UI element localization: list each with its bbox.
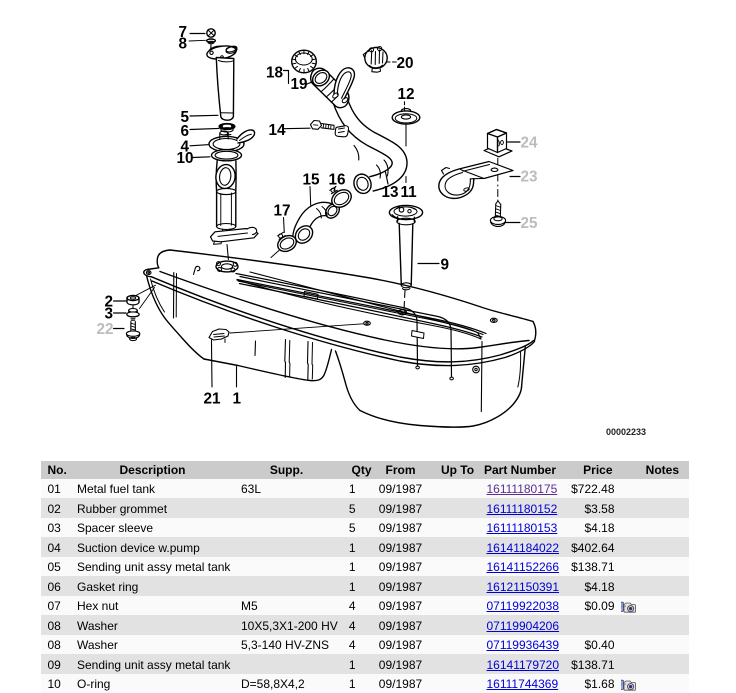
svg-text:21: 21 bbox=[204, 391, 222, 408]
svg-text:9: 9 bbox=[441, 257, 450, 274]
svg-text:15: 15 bbox=[303, 172, 321, 189]
svg-text:20: 20 bbox=[397, 55, 414, 72]
svg-text:14: 14 bbox=[269, 122, 287, 139]
svg-text:10: 10 bbox=[177, 150, 194, 167]
svg-text:00002233: 00002233 bbox=[606, 427, 646, 437]
svg-text:1: 1 bbox=[233, 391, 242, 408]
svg-text:24: 24 bbox=[521, 135, 539, 152]
svg-text:11: 11 bbox=[401, 184, 418, 201]
svg-text:17: 17 bbox=[274, 203, 291, 220]
svg-text:2: 2 bbox=[105, 294, 114, 311]
svg-text:25: 25 bbox=[521, 215, 539, 232]
svg-text:12: 12 bbox=[398, 86, 415, 103]
svg-text:7: 7 bbox=[179, 24, 188, 41]
svg-text:5: 5 bbox=[181, 109, 190, 126]
svg-text:6: 6 bbox=[181, 123, 190, 140]
svg-text:3: 3 bbox=[105, 306, 114, 323]
svg-text:4: 4 bbox=[181, 139, 190, 156]
svg-text:23: 23 bbox=[521, 169, 538, 186]
svg-text:16: 16 bbox=[329, 172, 346, 189]
svg-text:18: 18 bbox=[266, 65, 284, 82]
svg-text:19: 19 bbox=[291, 76, 308, 93]
svg-text:13: 13 bbox=[382, 184, 399, 201]
svg-text:8: 8 bbox=[179, 36, 188, 53]
svg-text:22: 22 bbox=[97, 321, 114, 338]
